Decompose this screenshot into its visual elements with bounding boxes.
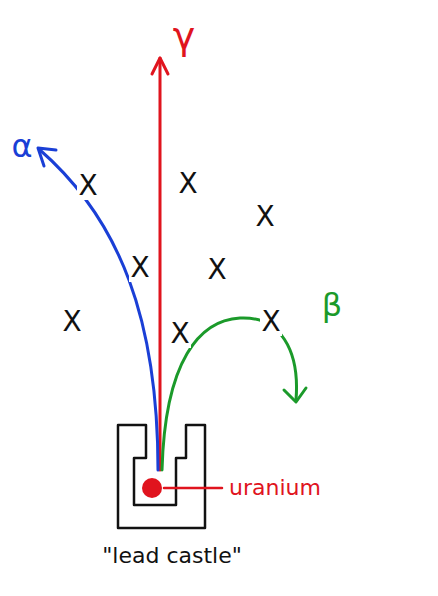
gamma-arrowhead bbox=[152, 58, 168, 74]
alpha-arrowhead bbox=[38, 148, 56, 166]
beta-arrowhead bbox=[284, 388, 306, 402]
field-cross: X bbox=[260, 308, 281, 336]
uranium-leader-line bbox=[164, 487, 222, 490]
beta-path bbox=[162, 318, 297, 470]
alpha-label: α bbox=[10, 130, 33, 162]
field-cross: X bbox=[177, 170, 198, 198]
field-cross: X bbox=[77, 172, 98, 200]
field-cross: X bbox=[129, 254, 150, 282]
uranium-source bbox=[142, 478, 162, 498]
lead-castle-label: "lead castle" bbox=[101, 545, 243, 567]
lead-castle-outline bbox=[118, 425, 205, 528]
field-cross: X bbox=[254, 203, 275, 231]
beta-label: β bbox=[321, 289, 343, 321]
field-cross: X bbox=[169, 320, 190, 348]
gamma-ray-path bbox=[159, 58, 162, 470]
uranium-label: uranium bbox=[228, 477, 322, 499]
alpha-path bbox=[40, 150, 158, 470]
field-cross: X bbox=[61, 308, 82, 336]
gamma-label: γ bbox=[172, 17, 197, 55]
field-cross: X bbox=[206, 256, 227, 284]
